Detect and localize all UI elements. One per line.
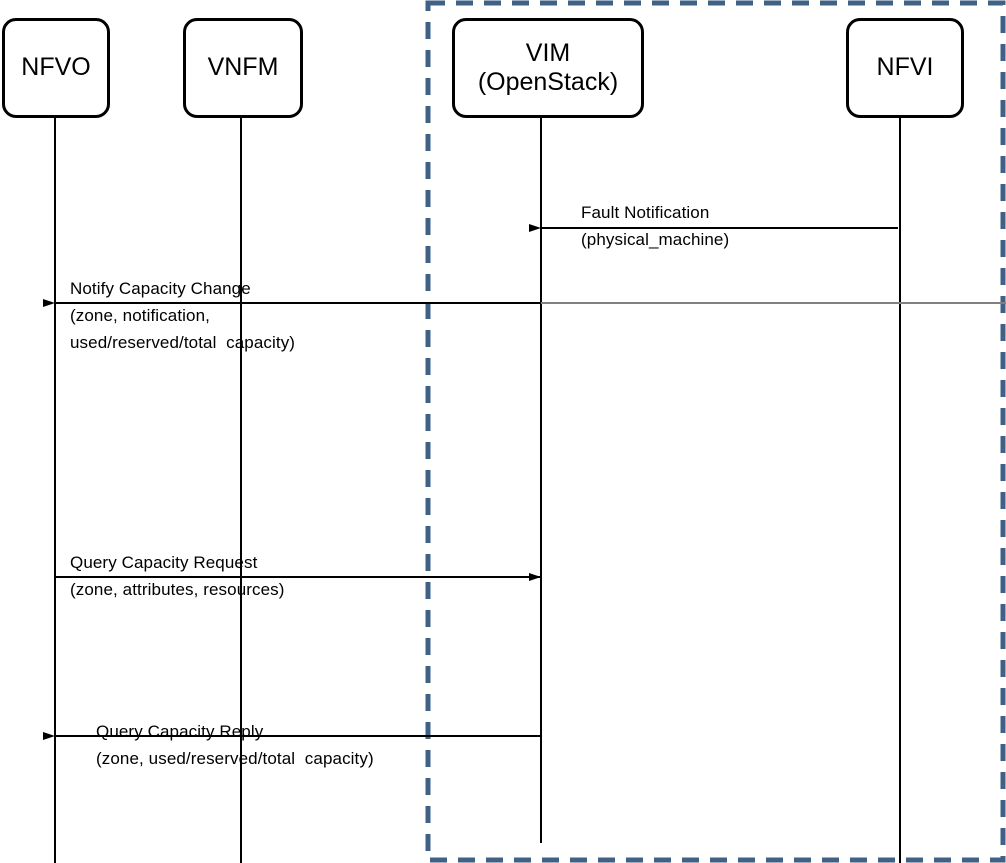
message-label-line: Notify Capacity Change: [70, 279, 251, 298]
message-label-line: Fault Notification: [581, 203, 710, 222]
participant-box-vnfm[interactable]: VNFM: [183, 18, 303, 118]
participant-box-nfvo[interactable]: NFVO: [2, 18, 110, 118]
openstack-scope-boundary: [425, 0, 1006, 863]
message-label-fault-notification: Fault Notification (physical_machine): [581, 199, 729, 253]
participant-box-nfvi[interactable]: NFVI: [846, 18, 964, 118]
message-label-line: (zone, notification,: [70, 306, 210, 326]
participant-box-vim[interactable]: VIM (OpenStack): [452, 18, 644, 118]
message-label-line: (zone, attributes, resources): [70, 580, 285, 600]
message-label-line: Query Capacity Request: [70, 553, 258, 572]
message-label-query-capacity-request: Query Capacity Request (zone, attributes,…: [70, 549, 285, 603]
message-label-line: used/reserved/total capacity): [70, 333, 296, 353]
message-label-line: (physical_machine): [581, 230, 730, 250]
message-label-line: Query Capacity Reply: [96, 722, 264, 741]
message-label-query-capacity-reply: Query Capacity Reply (zone, used/reserved…: [96, 718, 374, 772]
message-label-line: (zone, used/reserved/total capacity): [96, 749, 374, 769]
message-label-notify-capacity-change: Notify Capacity Change (zone, notificatio…: [70, 275, 295, 357]
